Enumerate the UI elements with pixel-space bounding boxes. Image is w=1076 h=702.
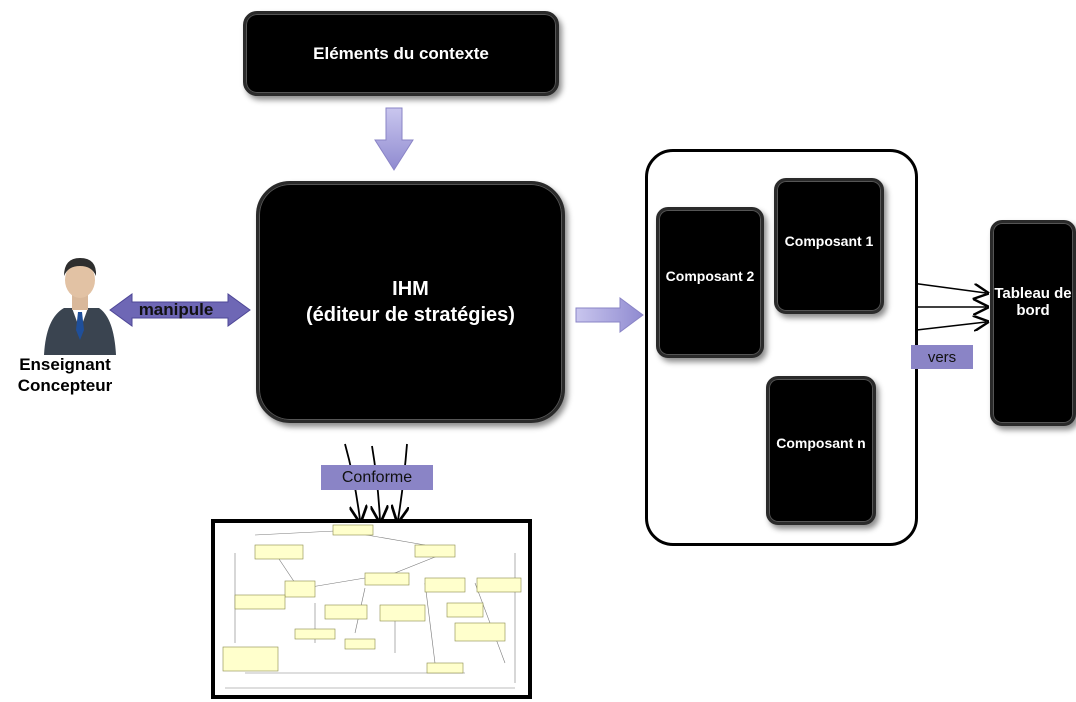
manipule-label: manipule: [138, 300, 214, 319]
conforme-label: Conforme: [321, 465, 433, 490]
component-2-label: Composant 2: [665, 268, 755, 284]
metamodel-diagram-image: [211, 519, 532, 699]
component-1-box: Composant 1: [774, 178, 884, 314]
actor-label: Enseignant Concepteur: [4, 354, 126, 396]
dashboard-box: Tableau de bord: [990, 220, 1076, 426]
dashboard-label: Tableau de bord: [994, 285, 1072, 319]
ihm-box: IHM (éditeur de stratégies): [256, 181, 565, 423]
manipule-double-arrow: [109, 293, 251, 327]
component-1-label: Composant 1: [784, 233, 874, 249]
ihm-title: IHM: [392, 278, 429, 300]
ihm-to-components-arrow: [575, 297, 644, 333]
component-2-box: Composant 2: [656, 207, 764, 358]
person-in-suit-icon: [44, 258, 116, 355]
context-elements-label: Eléments du contexte: [313, 43, 489, 63]
component-n-box: Composant n: [766, 376, 876, 525]
actor-label-line1: Enseignant: [19, 355, 111, 374]
component-n-label: Composant n: [776, 435, 866, 451]
context-elements-box: Eléments du contexte: [243, 11, 559, 96]
context-to-ihm-arrow: [374, 107, 414, 171]
vers-label: vers: [911, 345, 973, 369]
uml-class-diagram: [222, 524, 522, 689]
actor-label-line2: Concepteur: [17, 376, 113, 395]
ihm-subtitle: (éditeur de stratégies): [306, 304, 515, 326]
